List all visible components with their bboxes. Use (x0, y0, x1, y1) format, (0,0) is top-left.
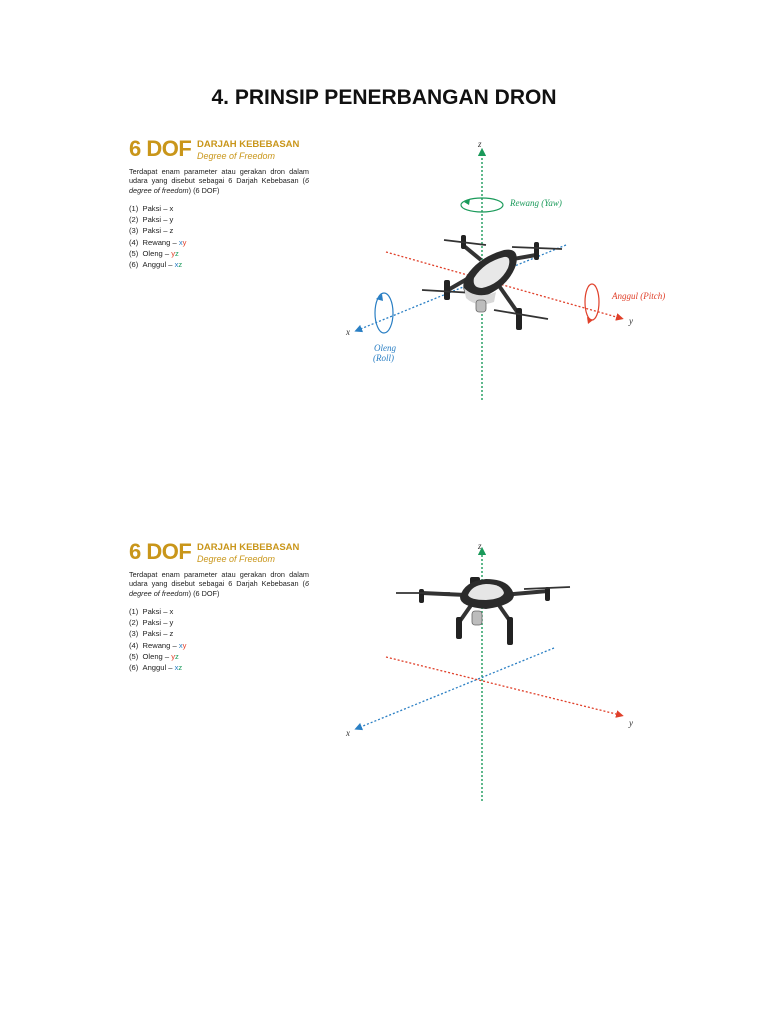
list-item: (5) Oleng – yz (129, 248, 179, 258)
dof-description: Terdapat enam parameter atau gerakan dro… (129, 570, 309, 598)
list-item: (3) Paksi – z (129, 629, 174, 639)
pitch-label: Anggul (Pitch) (611, 291, 665, 301)
page-title: 4. PRINSIP PENERBANGAN DRON (211, 86, 557, 109)
roll-label-2: (Roll) (373, 353, 394, 363)
y-axis (385, 656, 624, 718)
list-item: (5) Oleng – yz (129, 651, 179, 661)
x-axis (354, 647, 555, 731)
drone-illustration (421, 235, 563, 330)
roll-label: Oleng (374, 343, 396, 353)
dof-list: (1) Paksi – x (2) Paksi – y (3) Paksi – … (129, 203, 186, 270)
list-item: (3) Paksi – z (129, 226, 174, 236)
list-item: (6) Anggul – xz (129, 663, 183, 673)
degree-of-freedom-label: Degree of Freedom (197, 554, 276, 564)
list-item: (4) Rewang – xy (129, 640, 187, 650)
dof-title: 6 DOF (129, 539, 192, 564)
yaw-rotation-icon (460, 197, 504, 213)
x-axis-label: x (345, 728, 350, 738)
x-axis (354, 244, 567, 333)
darjah-kebebasan-label: DARJAH KEBEBASAN (197, 542, 300, 553)
list-item: (6) Anggul – xz (129, 260, 183, 270)
y-axis-label: y (628, 316, 633, 326)
drone-axis-diagram: z x y Rewang (Yaw) Anggul (Pitch) Oleng … (345, 139, 665, 400)
z-axis-label: z (477, 139, 482, 149)
degree-of-freedom-label: Degree of Freedom (197, 151, 276, 161)
y-axis-label: y (628, 718, 633, 728)
dof-description: Terdapat enam parameter atau gerakan dro… (129, 167, 309, 195)
dof-panel-with-rotations: 6 DOF DARJAH KEBEBASAN Degree of Freedom… (96, 130, 676, 430)
list-item: (4) Rewang – xy (129, 237, 187, 247)
pitch-rotation-icon (584, 283, 600, 321)
darjah-kebebasan-label: DARJAH KEBEBASAN (197, 139, 300, 150)
drone-axis-diagram: z x y (345, 541, 633, 801)
dof-panel-axes: 6 DOF DARJAH KEBEBASAN Degree of Freedom… (96, 533, 676, 833)
drone-illustration (396, 577, 571, 645)
yaw-label: Rewang (Yaw) (509, 198, 562, 208)
dof-list: (1) Paksi – x (2) Paksi – y (3) Paksi – … (129, 606, 186, 673)
dof-title: 6 DOF (129, 136, 192, 161)
list-item: (1) Paksi – x (129, 607, 174, 616)
list-item: (2) Paksi – y (129, 215, 174, 225)
x-axis-label: x (345, 327, 350, 337)
list-item: (2) Paksi – y (129, 618, 174, 628)
z-axis-label: z (477, 541, 482, 551)
list-item: (1) Paksi – x (129, 204, 174, 213)
y-axis (385, 251, 624, 321)
roll-rotation-icon (374, 292, 394, 334)
